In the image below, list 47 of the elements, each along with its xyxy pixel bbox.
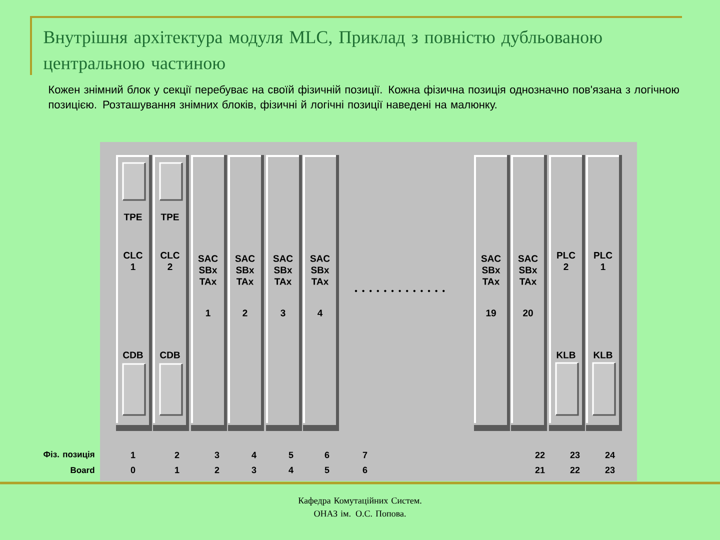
card-label: TPE <box>124 214 142 220</box>
card-label: KLB <box>556 352 576 358</box>
row-header: Board <box>70 466 94 474</box>
position-number: 21 <box>535 466 545 474</box>
position-number: 6 <box>362 466 368 474</box>
position-number: 23 <box>605 466 615 474</box>
position-number: 1 <box>175 466 180 474</box>
card-label: 4 <box>318 310 323 316</box>
card-label: TPE <box>160 214 179 220</box>
card-label: CLC 1 <box>124 252 142 270</box>
card-label: PLC 2 <box>557 252 576 270</box>
card-label: CDB <box>160 352 180 358</box>
position-number: 2 <box>214 466 220 474</box>
card-label: 20 <box>523 310 533 316</box>
position-number: 3 <box>252 466 256 474</box>
position-number: 5 <box>324 466 330 474</box>
card-label: SAC SBx TAx <box>518 255 538 285</box>
position-number: 2 <box>174 452 180 458</box>
position-number: 1 <box>131 452 136 458</box>
description-text: Кожен знімний блок у секції перебуває на своїй фізичній позиції. Кожна фізична позиція однозначно пов'язана з логічною позицією. Розташування знімних блоків, фізичні й логічні позиції наведені на малюнку. <box>48 85 679 111</box>
position-number: 0 <box>130 466 136 474</box>
card-label: SAC SBx TAx <box>273 255 293 285</box>
card-label: 19 <box>486 310 496 316</box>
card-label: 1 <box>206 310 210 316</box>
position-number: 23 <box>570 452 580 458</box>
position-number: 7 <box>362 452 368 458</box>
position-number: 3 <box>214 452 220 458</box>
position-number: 22 <box>535 452 545 458</box>
footer-text: Кафедра Комутаційних Систем. ОНАЗ ім. О.С. Попова. <box>298 497 422 517</box>
position-number: 5 <box>288 452 294 458</box>
card-label: SAC SBx TAx <box>310 255 330 285</box>
position-number: 24 <box>605 452 615 458</box>
position-number: 6 <box>324 452 330 458</box>
card-label: SAC SBx TAx <box>235 255 255 285</box>
card-label: CLC 2 <box>160 252 180 270</box>
card-label: CDB <box>123 352 143 358</box>
card-label: KLB <box>594 352 612 358</box>
card-label: 2 <box>242 310 248 316</box>
position-number: 4 <box>252 452 256 458</box>
card-label: SAC SBx TAx <box>481 255 501 285</box>
card-label: 3 <box>280 310 286 316</box>
row-header: Фіз. позиція <box>44 451 94 459</box>
position-number: 22 <box>570 466 580 474</box>
position-number: 4 <box>288 466 294 474</box>
slide-title: Внутрішня архітектура модуля MLC, Приклад з повністю дубльованою центральною частиною <box>44 30 602 73</box>
card-label: PLC 1 <box>594 252 612 270</box>
card-label: SAC SBx TAx <box>198 255 218 285</box>
